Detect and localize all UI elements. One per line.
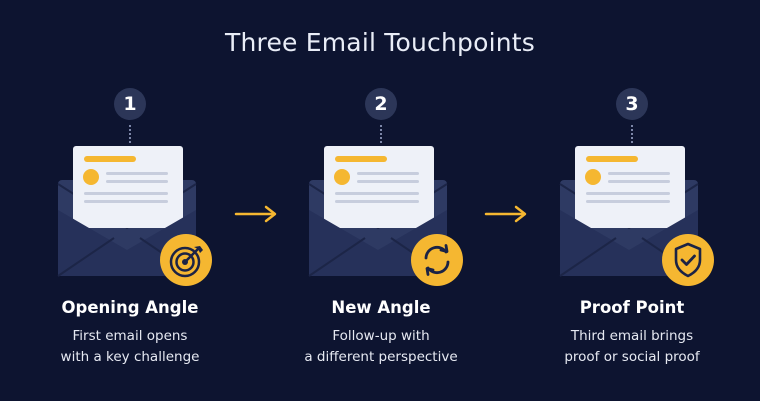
- step-2: 2 New Angle Follow-up with a different p…: [271, 88, 491, 388]
- step-number-badge: 3: [616, 88, 648, 120]
- step-description-line: proof or social proof: [564, 349, 700, 365]
- step-description: Third email brings proof or social proof: [522, 326, 742, 368]
- step-description-line: Third email brings: [570, 328, 694, 344]
- shield-check-icon: [662, 234, 714, 286]
- step-title: Opening Angle: [61, 298, 199, 317]
- step-1: 1 Opening Angle First email opens with a…: [20, 88, 240, 388]
- step-description-line: with a key challenge: [60, 349, 200, 365]
- step-title: Proof Point: [579, 298, 685, 317]
- step-title: New Angle: [331, 298, 431, 317]
- step-number-badge: 2: [365, 88, 397, 120]
- dotted-connector: [631, 125, 635, 143]
- page-title: Three Email Touchpoints: [225, 28, 535, 57]
- target-icon: [160, 234, 212, 286]
- step-description-line: First email opens: [72, 328, 188, 344]
- step-description: Follow-up with a different perspective: [271, 326, 491, 368]
- step-number-badge: 1: [114, 88, 146, 120]
- dotted-connector: [380, 125, 384, 143]
- step-description: First email opens with a key challenge: [20, 326, 240, 368]
- step-description-line: Follow-up with: [332, 328, 430, 344]
- refresh-icon: [411, 234, 463, 286]
- step-description-line: a different perspective: [304, 349, 458, 365]
- dotted-connector: [129, 125, 133, 143]
- arrow-right-icon: [234, 205, 277, 223]
- arrow-right-icon: [484, 205, 527, 223]
- step-3: 3 Proof Point Third email brings proof o…: [522, 88, 742, 388]
